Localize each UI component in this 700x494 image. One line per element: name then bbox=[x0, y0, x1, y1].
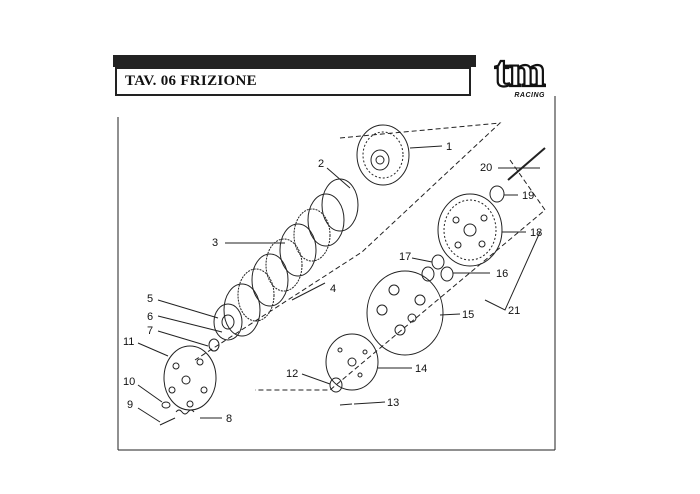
clutch-basket-gear bbox=[356, 124, 410, 186]
logo-subtitle: RACING bbox=[514, 92, 545, 99]
callout-2: 2 bbox=[318, 158, 324, 170]
leader-15 bbox=[439, 313, 461, 316]
callout-12: 12 bbox=[286, 368, 298, 380]
bushing-right bbox=[440, 266, 454, 282]
pressure-plate bbox=[163, 345, 217, 411]
clutch-plate-stack bbox=[223, 178, 359, 337]
callout-10: 10 bbox=[123, 376, 135, 388]
leader-11 bbox=[137, 342, 169, 357]
leader-17 bbox=[411, 257, 433, 263]
callout-3: 3 bbox=[212, 237, 218, 249]
primary-gear bbox=[437, 193, 503, 267]
logo-mark: tm bbox=[494, 48, 545, 96]
callout-16: 16 bbox=[496, 268, 508, 280]
callout-21: 21 bbox=[508, 305, 520, 317]
clutch-spring bbox=[175, 409, 195, 415]
callout-1: 1 bbox=[446, 141, 452, 153]
leader-7 bbox=[157, 330, 209, 347]
callout-17: 17 bbox=[399, 251, 411, 263]
leader-4 bbox=[291, 282, 326, 301]
leader-10 bbox=[137, 384, 163, 403]
group-boundary-left bbox=[194, 122, 502, 361]
clutch-bolt bbox=[159, 417, 176, 426]
group-boundary-right bbox=[255, 159, 546, 391]
callout-15: 15 bbox=[462, 309, 474, 321]
callout-8: 8 bbox=[226, 413, 232, 425]
bushing-top bbox=[431, 254, 445, 270]
callout-14: 14 bbox=[415, 363, 427, 375]
leader-21 bbox=[484, 231, 541, 311]
hub-washer bbox=[208, 338, 220, 352]
push-rod bbox=[507, 147, 546, 181]
leader-13 bbox=[353, 401, 386, 405]
page-title: TAV. 06 FRIZIONE bbox=[125, 73, 257, 89]
leader-1 bbox=[409, 145, 443, 149]
rod-washer bbox=[489, 185, 505, 203]
title-box: TAV. 06 FRIZIONE bbox=[115, 67, 471, 96]
callout-11: 11 bbox=[123, 336, 134, 348]
callout-4: 4 bbox=[330, 283, 336, 295]
basket-screw bbox=[339, 403, 353, 406]
spring-cap bbox=[161, 401, 171, 409]
leader-12 bbox=[301, 373, 331, 385]
bushing-left bbox=[421, 266, 435, 282]
clutch-hub bbox=[213, 303, 243, 341]
leader-6 bbox=[157, 315, 223, 333]
callout-6: 6 bbox=[147, 311, 153, 323]
callout-19: 19 bbox=[522, 190, 534, 202]
leader-2 bbox=[326, 167, 351, 189]
leader-9 bbox=[137, 407, 161, 423]
outer-basket bbox=[366, 270, 444, 356]
leader-5 bbox=[157, 299, 219, 319]
callout-5: 5 bbox=[147, 293, 153, 305]
tm-racing-logo: tm bbox=[493, 48, 547, 97]
callout-18: 18 bbox=[530, 227, 542, 239]
callout-20: 20 bbox=[480, 162, 492, 174]
callout-9: 9 bbox=[127, 399, 133, 411]
header-band bbox=[113, 55, 476, 67]
callout-7: 7 bbox=[147, 325, 153, 337]
back-plate bbox=[325, 333, 379, 391]
callout-13: 13 bbox=[387, 397, 399, 409]
thrust-washer bbox=[329, 377, 343, 393]
